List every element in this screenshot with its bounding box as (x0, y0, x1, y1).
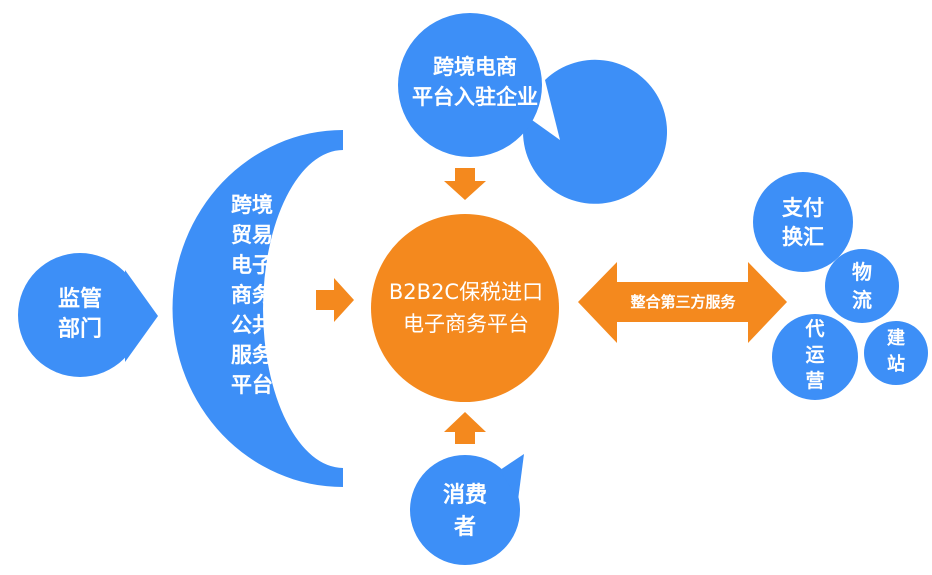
left-node-tip (125, 270, 158, 362)
top-node-shape (523, 59, 668, 204)
center-node-circle (371, 214, 559, 402)
top-node-circle (398, 13, 542, 157)
logistics-circle (825, 249, 899, 323)
left-node-label: 监管 部门 (57, 287, 102, 342)
top-node-label: 跨境电商 平台入驻企业 (412, 55, 538, 109)
integration-double-arrow (578, 262, 787, 343)
payment-circle (753, 172, 853, 272)
logistics-label: 物 流 (852, 260, 872, 312)
bottom-node-circle (410, 455, 520, 565)
site-circle (864, 321, 928, 385)
left-node-circle (18, 253, 142, 377)
site-label: 建 站 (887, 328, 905, 375)
arrow-bottom-up (444, 412, 486, 444)
bottom-node-tip (500, 454, 524, 500)
public-platform-label: 跨境 贸易 电子 商务 公共 服务 平台 (231, 193, 273, 397)
arrow-right (316, 278, 354, 322)
agency-circle (772, 314, 858, 400)
integration-label: 整合第三方服务 (630, 293, 736, 311)
public-platform-shape (172, 130, 343, 487)
arrow-top-down (444, 168, 486, 200)
payment-label: 支付 换汇 (782, 196, 824, 249)
bottom-node-label: 消费 者 (442, 483, 487, 540)
agency-label: 代 运 营 (805, 318, 825, 392)
center-node-label: B2B2C保税进口 电子商务平台 (388, 280, 544, 336)
